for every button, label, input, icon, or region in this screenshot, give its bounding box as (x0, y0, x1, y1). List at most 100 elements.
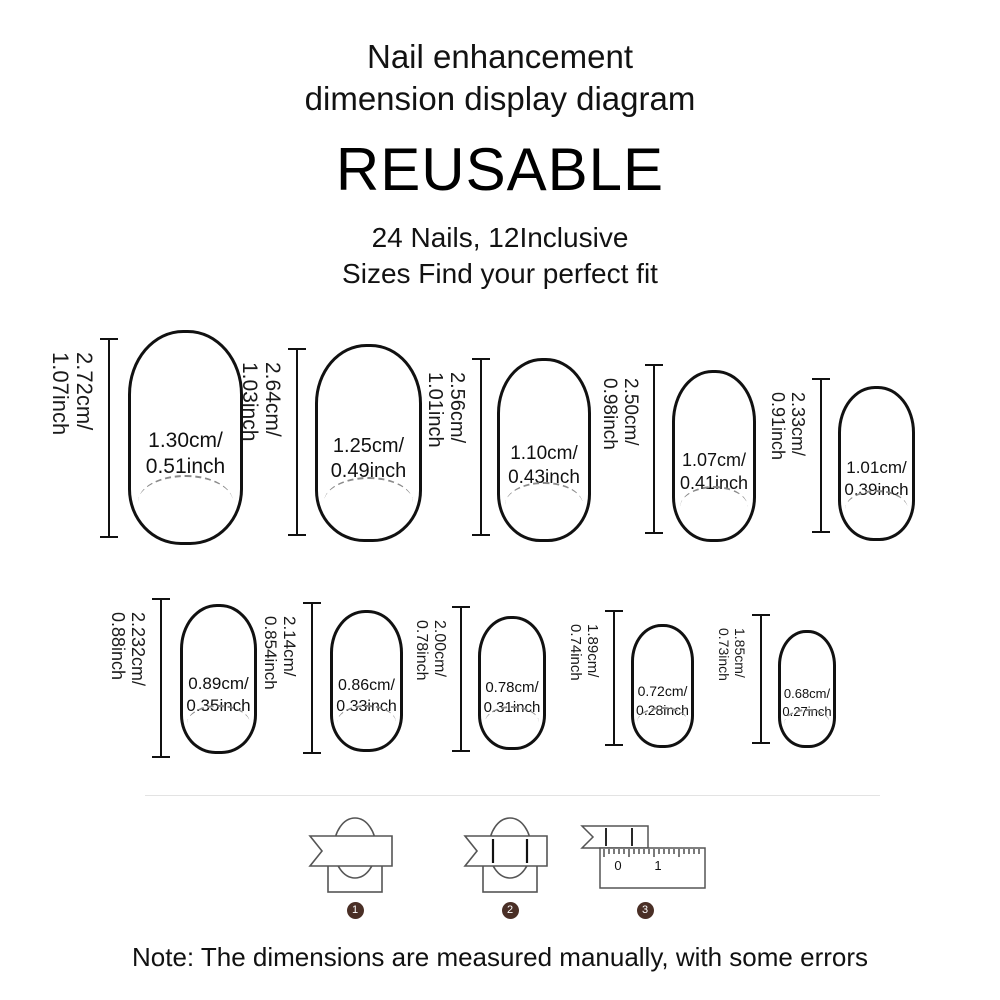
length-measure-bar (812, 378, 830, 533)
ruler-measure-icon: 0 1 (565, 812, 725, 900)
nail-width-label-cm: 0.89cm/ (188, 674, 249, 693)
nail-length-label: 2.33cm/0.91inch (768, 392, 808, 460)
nail-length-label: 2.14cm/0.854inch (261, 616, 299, 690)
nail-width-label-cm: 0.86cm/ (338, 677, 395, 695)
nail-width-label-inch: 0.43inch (508, 466, 580, 488)
nail-length-label-inch: 0.88inch (108, 612, 128, 681)
measure-bar-cap-bottom (152, 756, 170, 758)
nail-length-label-cm: 2.72cm/ (72, 352, 97, 431)
cuticle-dashed-arc (845, 489, 908, 529)
nail-length-label: 2.56cm/1.01inch (424, 372, 468, 448)
length-measure-bar (472, 358, 490, 536)
instruction-step-1: 1 (275, 812, 435, 919)
measure-bar-line (460, 606, 462, 752)
nail-width-label-cm: 1.07cm/ (681, 449, 747, 470)
length-measure-bar (152, 598, 170, 758)
nail-shape: 1.01cm/0.39inch (838, 386, 915, 541)
nail-length-label-cm: 2.33cm/ (788, 392, 808, 457)
step-number-badge: 1 (346, 902, 364, 919)
nail-length-label: 2.00cm/0.78inch (412, 620, 448, 681)
nail-width-label-cm: 0.72cm/ (637, 682, 688, 699)
nail-width-label-cm: 1.10cm/ (510, 442, 578, 464)
measure-bar-cap-top (752, 614, 770, 616)
instruction-step-2: 2 (430, 812, 590, 919)
nail-width-label-cm: 0.78cm/ (485, 678, 539, 696)
cuticle-dashed-arc (637, 706, 688, 738)
nail-length-label-inch: 0.78inch (413, 620, 430, 681)
measure-bar-line (820, 378, 822, 533)
nail-length-label: 2.50cm/0.98inch (599, 378, 641, 450)
measure-bar-cap-bottom (812, 531, 830, 533)
nail-width-label-cm: 1.01cm/ (846, 458, 907, 478)
nail-length-label-cm: 2.56cm/ (446, 372, 468, 444)
nail-width-label-cm: 1.25cm/ (332, 435, 405, 458)
length-measure-bar (645, 364, 663, 534)
measure-bar-cap-bottom (452, 750, 470, 752)
cuticle-dashed-arc (784, 708, 830, 738)
measure-bar-line (653, 364, 655, 534)
nail-length-label-inch: 1.07inch (48, 352, 73, 436)
nail-length-label-inch: 0.73inch (716, 628, 732, 681)
page-title-line-2: dimension display diagram (304, 80, 696, 117)
measure-bar-cap-bottom (645, 532, 663, 534)
nail-width-label: 1.30cm/0.51inch (146, 428, 225, 480)
subtitle-line-1: 24 Nails, 12Inclusive (371, 222, 629, 253)
page-title-line-1: Nail enhancement (367, 38, 633, 75)
measure-bar-line (311, 602, 313, 754)
measure-bar-cap-top (100, 338, 118, 340)
nail-length-label-inch: 0.74inch (567, 624, 584, 681)
nail-width-label-cm: 0.68cm/ (783, 685, 831, 701)
ruler-tick-1: 1 (654, 858, 661, 873)
nail-shape: 0.89cm/0.35inch (180, 604, 257, 754)
nail-width-label-inch: 0.51inch (145, 454, 226, 478)
nail-shape: 0.78cm/0.31inch (478, 616, 546, 750)
nail-length-label-cm: 2.14cm/ (280, 616, 299, 677)
measure-bar-cap-top (303, 602, 321, 604)
measure-bar-line (108, 338, 110, 538)
nail-width-label: 1.25cm/0.49inch (331, 434, 407, 484)
measure-bar-line (296, 348, 298, 536)
cuticle-dashed-arc (324, 477, 413, 527)
nail-length-label-cm: 2.232cm/ (128, 612, 148, 687)
cuticle-dashed-arc (505, 481, 583, 528)
measure-bar-cap-top (605, 610, 623, 612)
nail-length-label-cm: 2.64cm/ (261, 362, 284, 437)
instruction-step-3: 0 1 3 (565, 812, 725, 919)
step-number-badge: 3 (636, 902, 654, 919)
length-measure-bar (100, 338, 118, 538)
measure-bar-cap-top (152, 598, 170, 600)
measure-bar-line (613, 610, 615, 746)
measure-bar-cap-bottom (752, 742, 770, 744)
measure-bar-cap-bottom (303, 752, 321, 754)
measure-bar-cap-top (288, 348, 306, 350)
measure-bar-cap-top (812, 378, 830, 380)
subtitle-line-2: Sizes Find your perfect fit (342, 258, 658, 289)
cuticle-dashed-arc (137, 474, 234, 529)
nail-shape: 1.25cm/0.49inch (315, 344, 422, 542)
nail-length-label: 1.89cm/0.74inch (567, 624, 601, 681)
nail-width-label-inch: 0.49inch (330, 460, 407, 483)
measure-bar-cap-top (452, 606, 470, 608)
nail-length-label-cm: 2.50cm/ (620, 378, 641, 446)
nail-shape: 0.68cm/0.27inch (778, 630, 836, 748)
section-divider (145, 795, 880, 796)
measure-bar-cap-bottom (288, 534, 306, 536)
nail-length-label: 1.85cm/0.73inch (716, 628, 748, 681)
length-measure-bar (303, 602, 321, 754)
nail-shape: 1.30cm/0.51inch (128, 330, 243, 545)
nail-length-label-inch: 1.03inch (238, 362, 261, 442)
nail-shape: 1.07cm/0.41inch (672, 370, 756, 542)
nail-length-label-cm: 2.00cm/ (431, 620, 448, 677)
nail-with-banner-icon (275, 812, 435, 900)
brand-headline: REUSABLE (335, 136, 665, 203)
cuticle-dashed-arc (679, 485, 749, 529)
cuticle-dashed-arc (484, 705, 540, 739)
nail-length-label-cm: 1.85cm/ (732, 628, 748, 678)
nail-length-label: 2.64cm/1.03inch (238, 362, 284, 441)
nail-length-label: 2.232cm/0.88inch (108, 612, 148, 686)
nail-length-label: 2.72cm/1.07inch (48, 352, 97, 436)
nail-width-label-cm: 1.30cm/ (148, 428, 223, 452)
step-number-badge: 2 (501, 902, 519, 919)
measure-bar-cap-bottom (100, 536, 118, 538)
nail-with-banner-marks-icon (430, 812, 590, 900)
